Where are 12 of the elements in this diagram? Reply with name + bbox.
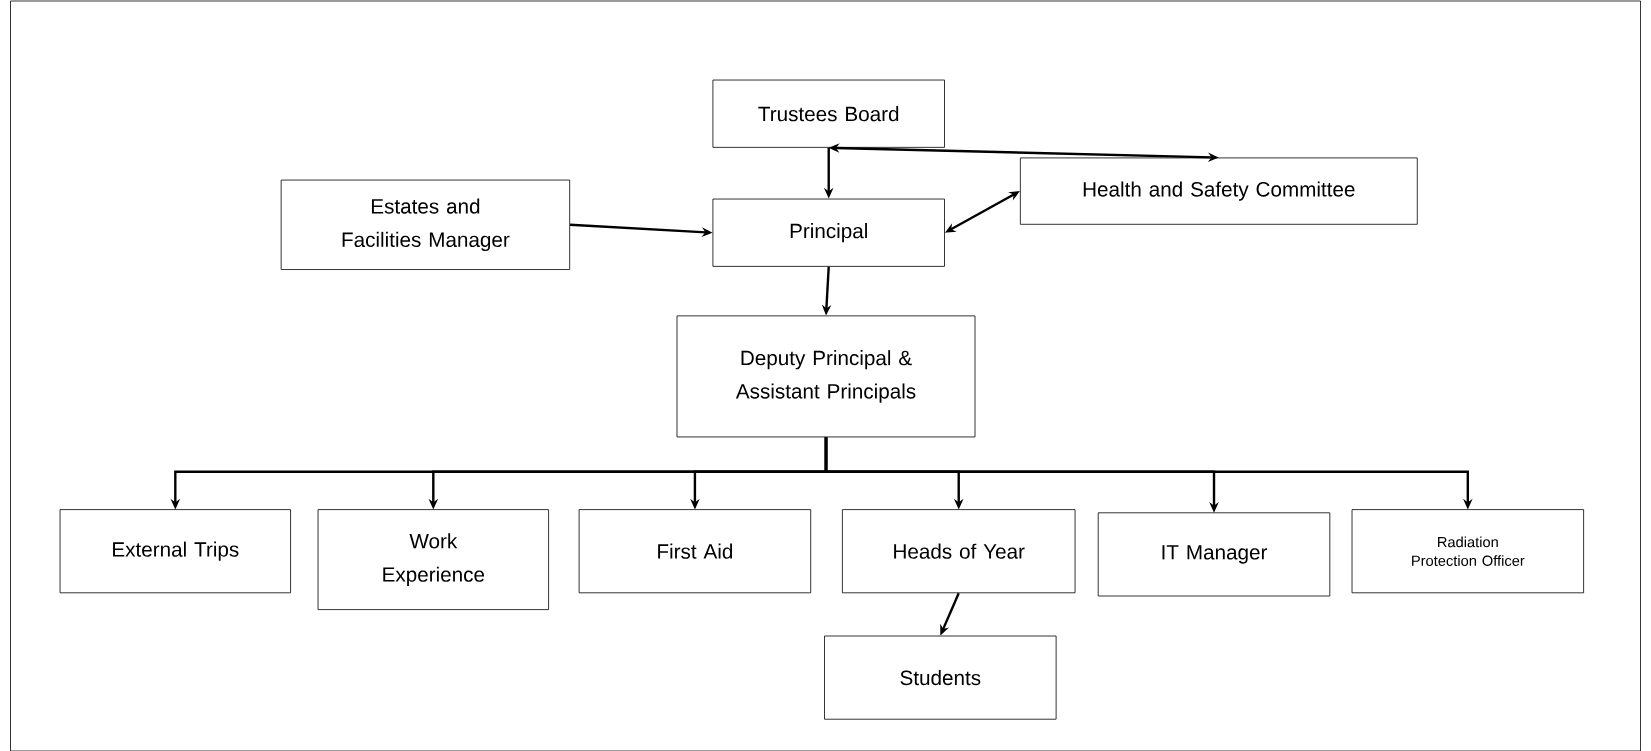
org-box: Estates and Facilities Manager <box>280 179 571 270</box>
org-box: First Aid <box>578 509 812 594</box>
org-box: Heads of Year <box>842 509 1076 594</box>
org-box: IT Manager <box>1097 512 1331 597</box>
org-box: Students <box>824 635 1057 720</box>
org-box: Trustees Board <box>712 79 945 148</box>
org-box: External Trips <box>59 509 291 594</box>
org-box: Deputy Principal & Assistant Principals <box>676 315 976 438</box>
org-box: Health and Safety Committee <box>1019 157 1418 225</box>
org-box: Radiation Protection Officer <box>1351 509 1584 594</box>
org-box: Work Experience <box>317 509 549 610</box>
org-box: Principal <box>712 198 945 267</box>
